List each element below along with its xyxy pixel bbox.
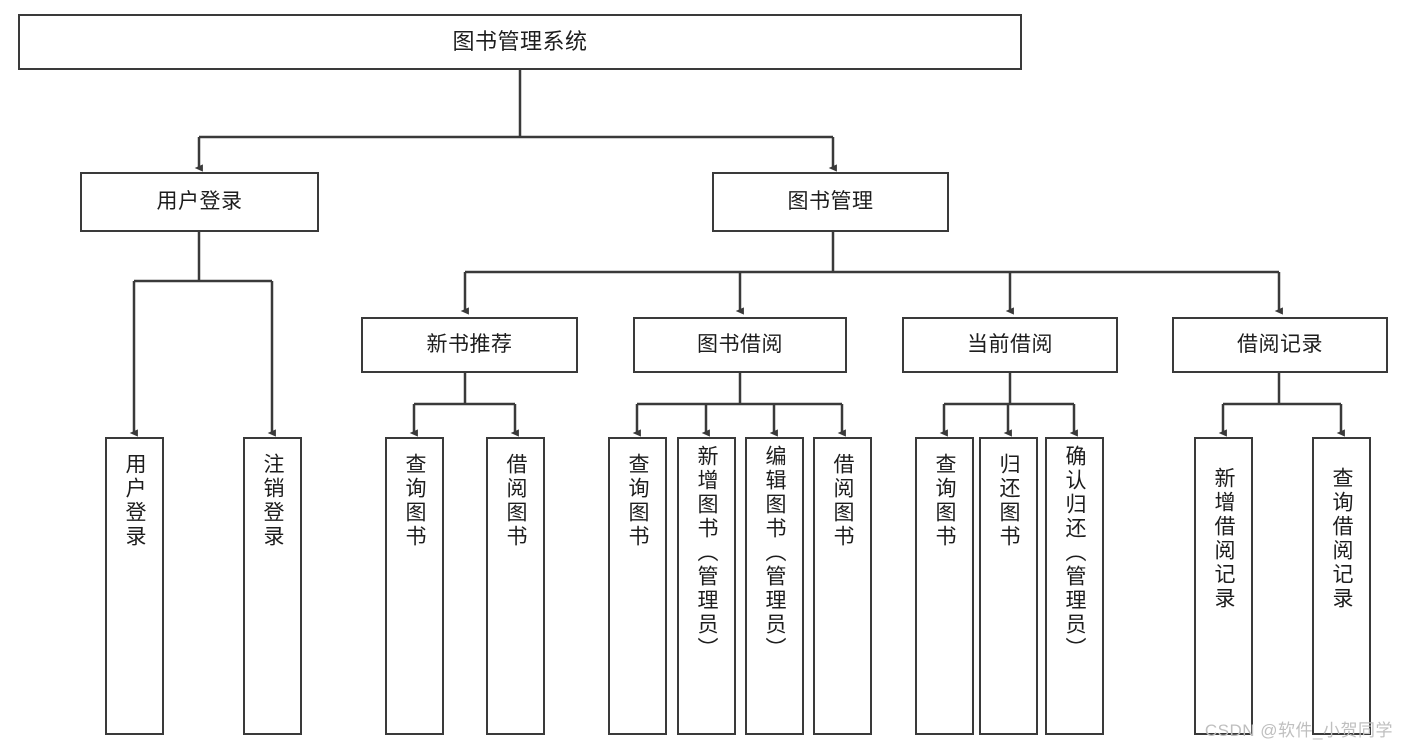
node-current-borrow[interactable]: 当前借阅 (902, 317, 1118, 373)
node-root[interactable]: 图书管理系统 (18, 14, 1022, 70)
node-book-manage-label: 图书管理 (787, 189, 874, 213)
node-new-book-recommend[interactable]: 新书推荐 (361, 317, 578, 373)
leaf-user-login-label: 用户登录 (123, 453, 146, 549)
leaf-borrow-book-2-label: 借阅图书 (831, 453, 854, 549)
node-borrow-record[interactable]: 借阅记录 (1172, 317, 1388, 373)
leaf-query-book-2[interactable]: 查询图书 (608, 437, 667, 735)
leaf-logout-label: 注销登录 (261, 453, 284, 549)
leaf-query-book-1[interactable]: 查询图书 (385, 437, 444, 735)
leaf-edit-book-label: 编辑图书（管理员） (763, 445, 786, 661)
leaf-return-book[interactable]: 归还图书 (979, 437, 1038, 735)
leaf-query-book-3[interactable]: 查询图书 (915, 437, 974, 735)
node-book-borrow[interactable]: 图书借阅 (633, 317, 847, 373)
node-borrow-record-label: 借阅记录 (1237, 332, 1323, 356)
node-book-manage[interactable]: 图书管理 (712, 172, 949, 232)
leaf-query-record-label: 查询借阅记录 (1330, 467, 1353, 611)
node-user-login[interactable]: 用户登录 (80, 172, 319, 232)
csdn-watermark: CSDN @软件_小贺同学 (1204, 721, 1393, 740)
leaf-add-book[interactable]: 新增图书（管理员） (677, 437, 736, 735)
leaf-query-book-1-label: 查询图书 (403, 453, 426, 549)
leaf-borrow-book-2[interactable]: 借阅图书 (813, 437, 872, 735)
node-current-borrow-label: 当前借阅 (967, 332, 1053, 356)
node-new-book-recommend-label: 新书推荐 (426, 332, 513, 356)
node-user-login-label: 用户登录 (156, 189, 243, 213)
leaf-add-book-label: 新增图书（管理员） (695, 445, 718, 661)
leaf-add-record-label: 新增借阅记录 (1212, 467, 1235, 611)
leaf-return-book-label: 归还图书 (997, 453, 1020, 549)
leaf-edit-book[interactable]: 编辑图书（管理员） (745, 437, 804, 735)
leaf-add-record[interactable]: 新增借阅记录 (1194, 437, 1253, 735)
leaf-query-book-2-label: 查询图书 (626, 453, 649, 549)
leaf-query-record[interactable]: 查询借阅记录 (1312, 437, 1371, 735)
leaf-logout[interactable]: 注销登录 (243, 437, 302, 735)
leaf-borrow-book-1-label: 借阅图书 (504, 453, 527, 549)
leaf-borrow-book-1[interactable]: 借阅图书 (486, 437, 545, 735)
leaf-confirm-return-label: 确认归还（管理员） (1063, 445, 1086, 661)
node-book-borrow-label: 图书借阅 (697, 332, 783, 356)
leaf-confirm-return[interactable]: 确认归还（管理员） (1045, 437, 1104, 735)
leaf-query-book-3-label: 查询图书 (933, 453, 956, 549)
node-root-label: 图书管理系统 (452, 29, 588, 55)
leaf-user-login[interactable]: 用户登录 (105, 437, 164, 735)
